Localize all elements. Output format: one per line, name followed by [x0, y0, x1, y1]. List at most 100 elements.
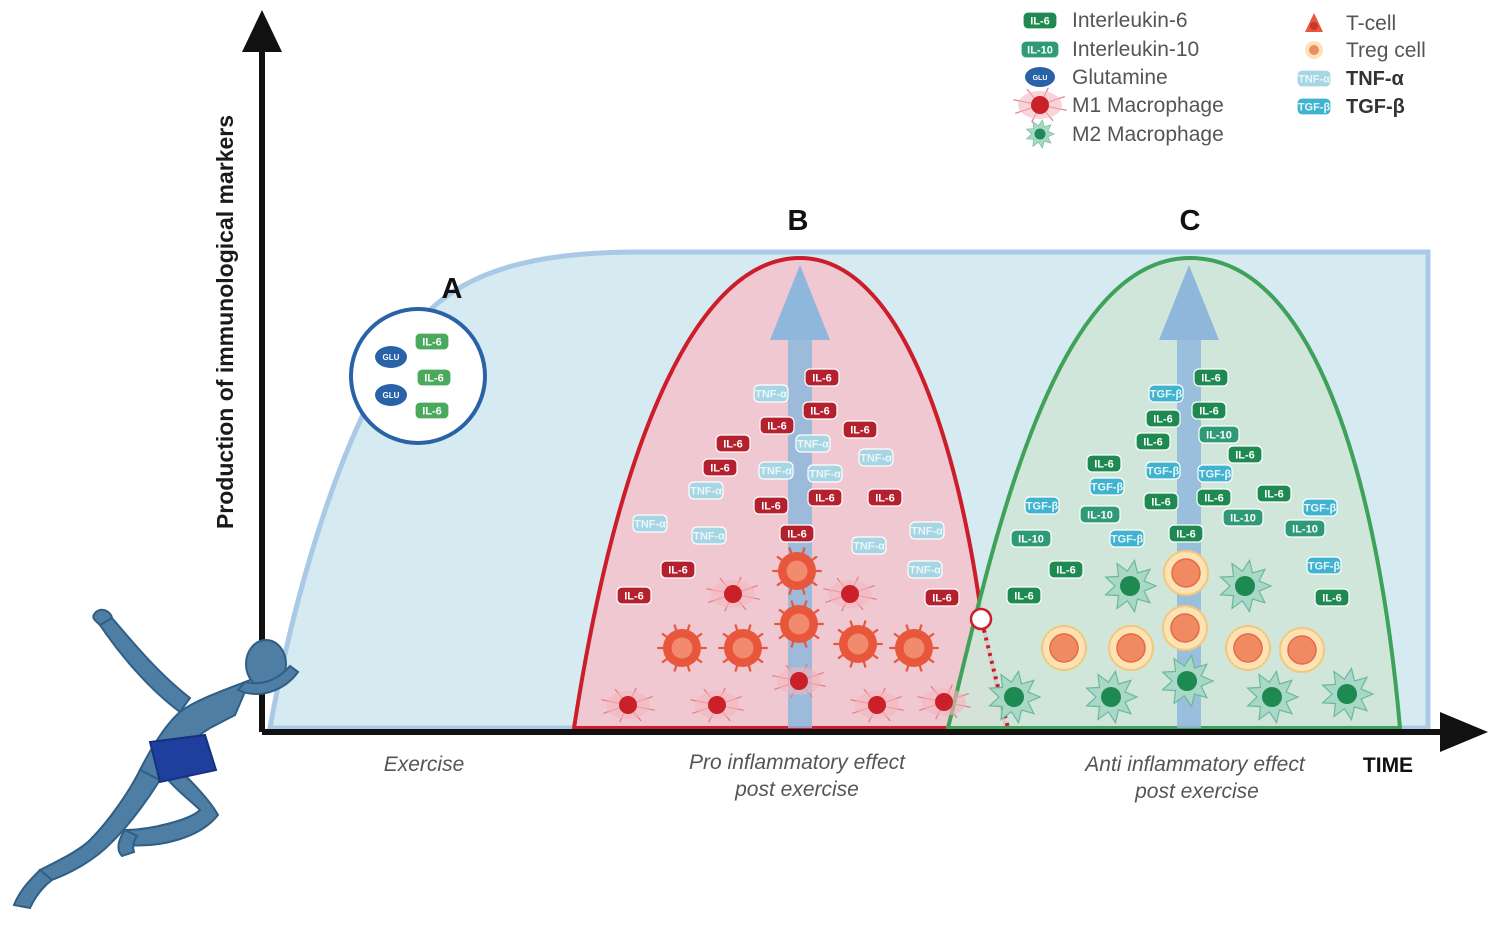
svg-text:IL-6: IL-6: [767, 421, 787, 433]
il6-marker: IL-6: [807, 488, 843, 507]
tgf-beta-pill-icon: TGF-β: [1296, 97, 1332, 116]
il6-marker: IL-6: [1256, 484, 1292, 503]
glutamine-label: GLU: [383, 391, 400, 400]
tgf-beta-marker: TGF-β: [1109, 529, 1145, 548]
legend-item: TNF-α TNF-α: [1296, 68, 1405, 90]
svg-text:IL-6: IL-6: [1014, 591, 1034, 603]
svg-text:IL-10: IL-10: [1018, 534, 1044, 546]
tgf-beta-marker: TGF-β: [1145, 461, 1181, 480]
svg-text:IL-6: IL-6: [1056, 565, 1076, 577]
il10-pill-icon: IL-10: [1020, 40, 1060, 59]
legend-item: T-cell: [1305, 12, 1396, 35]
svg-text:TNF-α: TNF-α: [634, 519, 666, 531]
tgf-beta-marker: TGF-β: [1197, 464, 1233, 483]
il6-marker: IL-6: [1145, 409, 1181, 428]
svg-text:IL-10: IL-10: [1206, 430, 1232, 442]
t-cell: [772, 547, 822, 595]
il6-marker: IL-6: [1191, 401, 1227, 420]
il6-marker: IL-6: [842, 420, 878, 439]
m1-macrophage: [706, 576, 760, 612]
t-cell-icon: [1305, 13, 1323, 32]
m2-macrophage-icon: [1025, 119, 1056, 149]
tnf-alpha-marker: TNF-α: [795, 434, 831, 453]
svg-text:TGF-β: TGF-β: [1199, 469, 1232, 481]
il6-marker: IL-6: [804, 368, 840, 387]
il6-marker: IL-6: [867, 488, 903, 507]
svg-text:TGF-β: TGF-β: [1304, 503, 1337, 515]
svg-text:IL-10: IL-10: [1230, 513, 1256, 525]
svg-text:IL-6: IL-6: [710, 463, 730, 475]
phase-letter-b: B: [788, 205, 809, 237]
svg-text:IL-6: IL-6: [424, 373, 444, 385]
svg-text:IL-6: IL-6: [875, 493, 895, 505]
m1-macrophage: [601, 687, 655, 723]
svg-text:IL-6: IL-6: [1322, 593, 1342, 605]
il6-marker: IL-6: [759, 416, 795, 435]
legend-item: Treg cell: [1305, 39, 1426, 62]
il6-marker: IL-6: [1135, 432, 1171, 451]
il6-marker: IL-6: [1196, 488, 1232, 507]
svg-text:TNF-α: TNF-α: [909, 565, 941, 577]
il6-pill-icon: IL-6: [1022, 11, 1058, 30]
tnf-alpha-marker: TNF-α: [909, 521, 945, 540]
svg-text:TNF-α: TNF-α: [860, 453, 892, 465]
il6-marker: IL-6: [702, 458, 738, 477]
il6-marker: IL-6: [414, 332, 450, 351]
svg-text:TNF-α: TNF-α: [1298, 74, 1330, 86]
legend-label: Treg cell: [1346, 39, 1426, 62]
m2-macrophage: [1219, 558, 1273, 614]
m2-macrophage: [988, 669, 1042, 725]
phase-letter-a: A: [442, 273, 463, 305]
tgf-beta-marker: TGF-β: [1148, 384, 1184, 403]
glutamine-marker: [375, 346, 407, 368]
legend-label: TNF-α: [1346, 68, 1405, 90]
svg-text:TGF-β: TGF-β: [1091, 482, 1124, 494]
legend-label: M1 Macrophage: [1072, 94, 1224, 117]
il6-pill-icon: IL-6: [1022, 11, 1058, 30]
svg-text:IL-6: IL-6: [761, 501, 781, 513]
svg-text:TGF-β: TGF-β: [1150, 389, 1183, 401]
il6-marker: IL-6: [1143, 492, 1179, 511]
svg-text:IL-6: IL-6: [850, 425, 870, 437]
svg-text:IL-6: IL-6: [932, 593, 952, 605]
svg-text:TGF-β: TGF-β: [1026, 501, 1059, 513]
phase-caption-b-line2: post exercise: [734, 778, 859, 801]
treg-cell: [1279, 627, 1325, 673]
svg-text:IL-10: IL-10: [1292, 524, 1318, 536]
m2-macrophage: [1104, 558, 1158, 614]
svg-text:IL-6: IL-6: [812, 373, 832, 385]
il6-marker: IL-6: [1193, 368, 1229, 387]
il6-marker: IL-6: [924, 588, 960, 607]
treg-cell: [1225, 625, 1271, 671]
svg-text:TNF-α: TNF-α: [809, 469, 841, 481]
legend-label: M2 Macrophage: [1072, 123, 1224, 146]
phase-caption-a: Exercise: [384, 753, 465, 776]
tnf-alpha-marker: TNF-α: [758, 461, 794, 480]
svg-text:IL-10: IL-10: [1087, 510, 1113, 522]
tnf-alpha-marker: TNF-α: [851, 536, 887, 555]
legend-label: Glutamine: [1072, 66, 1168, 89]
tnf-alpha-pill-icon: TNF-α: [1296, 69, 1332, 88]
il10-marker: IL-10: [1198, 425, 1240, 444]
svg-text:IL-6: IL-6: [815, 493, 835, 505]
t-cell: [889, 624, 939, 672]
il10-marker: IL-10: [1284, 519, 1326, 538]
tnf-alpha-marker: TNF-α: [691, 526, 727, 545]
svg-text:TNF-α: TNF-α: [755, 389, 787, 401]
glutamine-marker: [375, 384, 407, 406]
svg-text:IL-6: IL-6: [1143, 437, 1163, 449]
y-axis-label: Production of immunological markers: [212, 115, 238, 529]
svg-text:IL-6: IL-6: [1094, 459, 1114, 471]
svg-text:IL-6: IL-6: [624, 591, 644, 603]
il6-marker: IL-6: [802, 401, 838, 420]
svg-text:TGF-β: TGF-β: [1298, 102, 1331, 114]
il6-marker: IL-6: [779, 524, 815, 543]
tnf-alpha-marker: TNF-α: [632, 514, 668, 533]
il6-marker: IL-6: [1168, 524, 1204, 543]
svg-text:IL-6: IL-6: [787, 529, 807, 541]
m1-macrophage-icon: [1013, 87, 1067, 123]
